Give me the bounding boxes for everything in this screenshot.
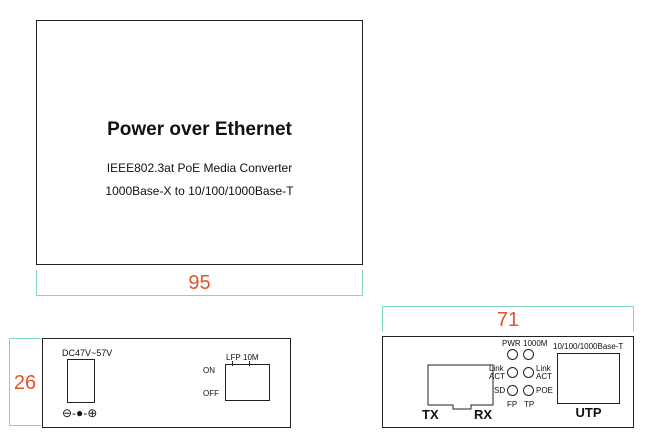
dc-voltage-label: DC47V~57V [62,348,113,358]
sd-led [507,385,518,396]
act-right-label: ACT [536,372,552,381]
1000m-led [523,349,534,360]
fp-label: FP [507,400,518,409]
height-dimension-26 [9,338,41,426]
pwr-led [507,349,518,360]
sd-label: SD [494,386,506,395]
panel-subtitle-2: 1000Base-X to 10/100/1000Base-T [105,184,294,198]
tp-label: TP [524,400,535,409]
port-panel: TX RX PWR 1000M Link ACT Link ACT SD POE… [382,336,634,428]
link-act-right-led [523,367,534,378]
power-panel: DC47V~57V ⊖-●-⊕ LFP 10M ON OFF [42,338,291,428]
tx-label: TX [422,407,439,422]
height-label-26: 26 [13,372,37,394]
dip-10m-label: 10M [243,353,259,362]
poe-label: POE [536,386,553,395]
dip-lfp-label: LFP [226,353,241,362]
utp-label: UTP [575,405,602,420]
link-right-label: Link [536,364,551,373]
width-dimension-95 [36,270,363,296]
polarity-symbol: ⊖-●-⊕ [62,406,98,420]
panel-title: Power over Ethernet [107,119,292,140]
fiber-port [427,364,494,410]
act-left-label: ACT [489,372,505,381]
width-dimension-71 [382,306,634,332]
dip-switch-lever-2[interactable] [249,361,250,366]
utp-port [557,353,620,404]
dip-on-label: ON [203,366,215,375]
dip-off-label: OFF [203,389,219,398]
width-label-95: 95 [188,272,211,294]
width-label-71: 71 [496,309,520,331]
pwr-label: PWR [502,339,521,348]
poe-led [523,385,534,396]
link-act-left-led [507,367,518,378]
rx-label: RX [474,407,493,422]
dip-switch[interactable] [225,361,270,401]
link-left-label: Link [489,364,504,373]
dc-jack [67,359,95,403]
dip-switch-lever-1[interactable] [232,361,233,366]
utp-standard-label: 10/100/1000Base-T [553,342,624,351]
panel-subtitle-1: IEEE802.3at PoE Media Converter [106,161,293,175]
1000m-label: 1000M [523,339,548,348]
top-panel: Power over Ethernet IEEE802.3at PoE Medi… [36,20,363,265]
